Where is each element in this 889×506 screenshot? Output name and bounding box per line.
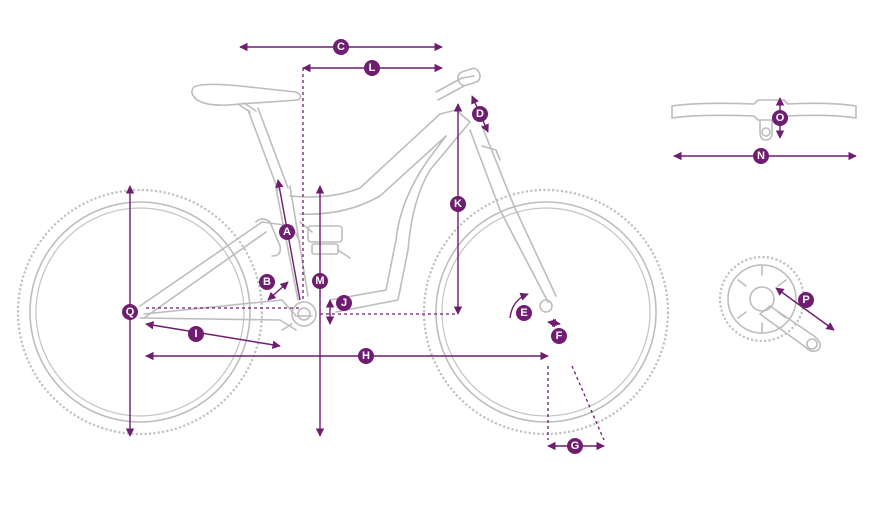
- rear-swingarm: [139, 221, 313, 331]
- seatpost: [247, 107, 289, 191]
- rear-shock: [299, 221, 351, 259]
- badge-c: C: [333, 39, 349, 55]
- saddle: [191, 83, 302, 106]
- badge-b: B: [259, 274, 275, 290]
- svg-text:K: K: [454, 198, 462, 210]
- bicycle-outline-icon: [16, 67, 670, 436]
- front-wheel: [422, 188, 670, 436]
- svg-text:B: B: [263, 276, 271, 288]
- svg-text:P: P: [802, 294, 809, 306]
- svg-text:C: C: [337, 41, 345, 53]
- badge-p: P: [798, 292, 814, 308]
- svg-text:A: A: [283, 226, 291, 238]
- svg-text:J: J: [341, 297, 347, 309]
- stem: [435, 75, 475, 101]
- svg-text:M: M: [315, 275, 324, 287]
- main-frame: [289, 109, 471, 313]
- svg-text:N: N: [757, 150, 765, 162]
- badge-k: K: [450, 196, 466, 212]
- svg-text:G: G: [571, 440, 580, 452]
- rear-wheel: [16, 188, 264, 436]
- svg-text:L: L: [369, 62, 376, 74]
- badge-l: L: [364, 60, 380, 76]
- badge-o: O: [772, 110, 788, 126]
- badge-h: H: [358, 348, 374, 364]
- svg-text:Q: Q: [126, 306, 135, 318]
- badge-n: N: [753, 148, 769, 164]
- badge-q: Q: [122, 304, 138, 320]
- badge-m: M: [312, 273, 328, 289]
- handlebar-outline-icon: [671, 99, 857, 141]
- badge-g: G: [567, 438, 583, 454]
- svg-text:O: O: [776, 112, 785, 124]
- fork: [469, 125, 557, 303]
- svg-text:E: E: [520, 307, 527, 319]
- svg-text:H: H: [362, 350, 370, 362]
- badge-i: I: [188, 326, 204, 342]
- svg-text:F: F: [556, 330, 563, 342]
- svg-text:D: D: [476, 108, 484, 120]
- badge-d: D: [472, 106, 488, 122]
- badge-j: J: [336, 295, 352, 311]
- svg-text:I: I: [194, 328, 197, 340]
- badge-a: A: [279, 224, 295, 240]
- badge-f: F: [551, 328, 567, 344]
- badge-e: E: [516, 305, 532, 321]
